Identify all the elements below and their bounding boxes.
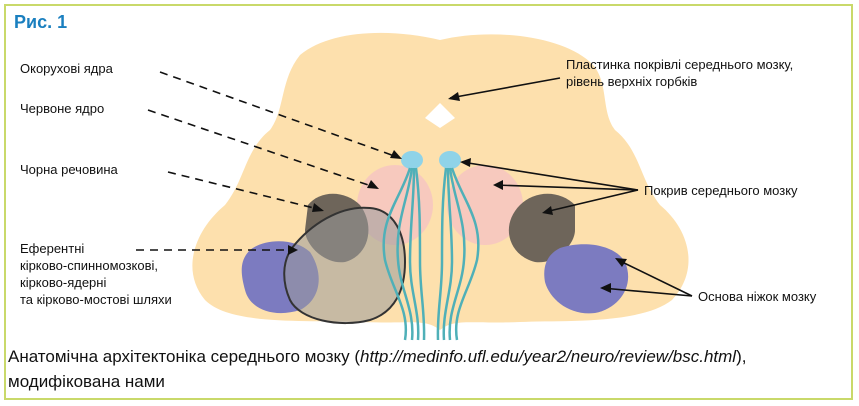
label-oculomotor-nuclei: Окорухові ядра <box>20 60 113 77</box>
label-cerebral-peduncle: Основа ніжок мозку <box>698 288 816 305</box>
caption-text-before: Анатомічна архітектоніка середнього мозк… <box>8 347 360 366</box>
oculomotor-nucleus-right <box>439 151 461 169</box>
figure-caption: Анатомічна архітектоніка середнього мозк… <box>8 344 848 394</box>
label-tectal-plate: Пластинка покрівлі середнього мозку, рів… <box>566 56 793 90</box>
oculomotor-nucleus-left <box>401 151 423 169</box>
label-efferent-line-2: кірково-спинномозкові, <box>20 257 172 274</box>
label-tegmentum: Покрив середнього мозку <box>644 182 798 199</box>
label-tectal-line-1: Пластинка покрівлі середнього мозку, <box>566 56 793 73</box>
label-substantia-nigra: Чорна речовина <box>20 161 118 178</box>
label-efferent-tracts: Еферентні кірково-спинномозкові, кірково… <box>20 240 172 308</box>
label-efferent-line-4: та кірково-мостові шляхи <box>20 291 172 308</box>
label-red-nucleus: Червоне ядро <box>20 100 104 117</box>
label-efferent-line-3: кірково-ядерні <box>20 274 172 291</box>
label-tectal-line-2: рівень верхніх горбків <box>566 73 793 90</box>
caption-link[interactable]: http://medinfo.ufl.edu/year2/neuro/revie… <box>360 347 736 366</box>
label-efferent-line-1: Еферентні <box>20 240 172 257</box>
